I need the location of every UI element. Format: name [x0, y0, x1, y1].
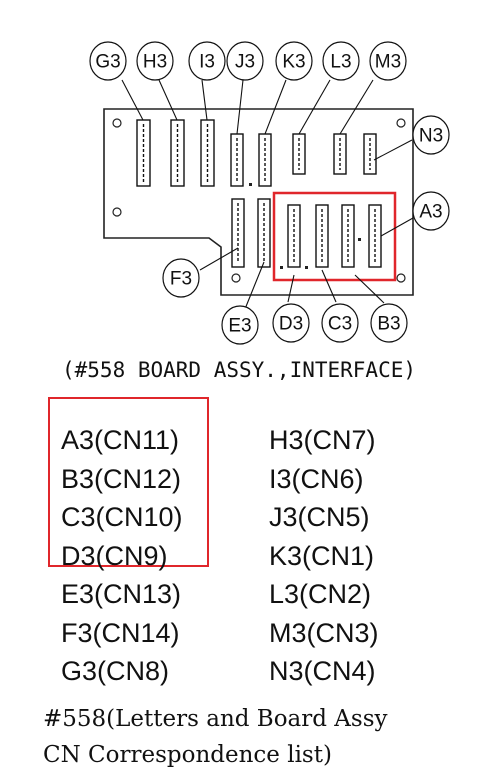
list-item: L3(CN2): [269, 579, 372, 609]
connector-g3: [136, 119, 151, 187]
connector-k3: [258, 133, 272, 187]
label-bubbles: [89, 41, 450, 345]
list-item: C3(CN10): [61, 502, 183, 532]
list-item: A3(CN11): [61, 425, 180, 455]
list-item: B3(CN12): [61, 463, 182, 494]
connectors-bottom: [231, 198, 382, 268]
connectors-top: [136, 119, 377, 187]
footnote-line-2: CN Correspondence list): [43, 742, 332, 768]
label-a3: A3: [419, 202, 442, 223]
mounting-holes: [112, 118, 406, 283]
board-caption: (#558 BOARD ASSY.,INTERFACE): [62, 358, 417, 382]
label-f3: F3: [170, 269, 192, 290]
list-item: D3(CN9): [61, 540, 168, 571]
list-item: G3(CN8): [61, 656, 170, 686]
list-item: F3(CN14): [61, 617, 180, 648]
label-b3: B3: [377, 314, 400, 335]
list-item: M3(CN3): [269, 617, 379, 648]
connector-b3: [341, 204, 355, 268]
label-i3: I3: [199, 52, 215, 73]
list-item: I3(CN6): [269, 463, 364, 494]
list-item: H3(CN7): [269, 425, 376, 455]
connector-e3: [257, 198, 271, 268]
highlight-box-board: [272, 191, 397, 282]
highlight-box-list: [48, 397, 209, 567]
board-diagram: G3 H3 I3 J3 K3 L3 M3 N3 A3 F3 E3 D3 C3 B…: [89, 41, 450, 345]
connector-n3: [363, 133, 377, 175]
label-j3: J3: [235, 52, 255, 73]
connector-f3: [231, 198, 245, 268]
connector-a3: [368, 204, 382, 268]
connector-h3: [170, 119, 185, 187]
label-h3: H3: [143, 52, 167, 73]
footnote: #558(Letters and Board Assy CN Correspon…: [43, 701, 388, 773]
connector-l3: [292, 133, 306, 175]
list-item: E3(CN13): [61, 579, 182, 609]
list-item: N3(CN4): [269, 656, 376, 686]
label-l3: L3: [330, 52, 351, 73]
connector-m3: [333, 133, 347, 175]
leader-lines: [121, 79, 414, 310]
connector-i3: [200, 119, 215, 187]
label-c3: C3: [328, 314, 352, 335]
label-k3: K3: [282, 52, 305, 73]
connector-c3: [315, 204, 329, 268]
footnote-line-1: #558(Letters and Board Assy: [43, 706, 388, 732]
label-d3: D3: [279, 314, 303, 335]
list-item: K3(CN1): [269, 540, 375, 571]
silkscreen-dots: [249, 183, 361, 269]
list-right: H3(CN7) I3(CN6) J3(CN5) K3(CN1) L3(CN2) …: [269, 421, 379, 691]
label-n3: N3: [419, 126, 443, 147]
connector-d3: [287, 204, 301, 268]
label-g3: G3: [95, 52, 120, 73]
connector-j3: [230, 133, 244, 187]
label-e3: E3: [228, 316, 251, 337]
list-item: J3(CN5): [269, 502, 370, 532]
list-left: A3(CN11) B3(CN12) C3(CN10) D3(CN9) E3(CN…: [61, 421, 183, 691]
label-m3: M3: [375, 52, 401, 73]
